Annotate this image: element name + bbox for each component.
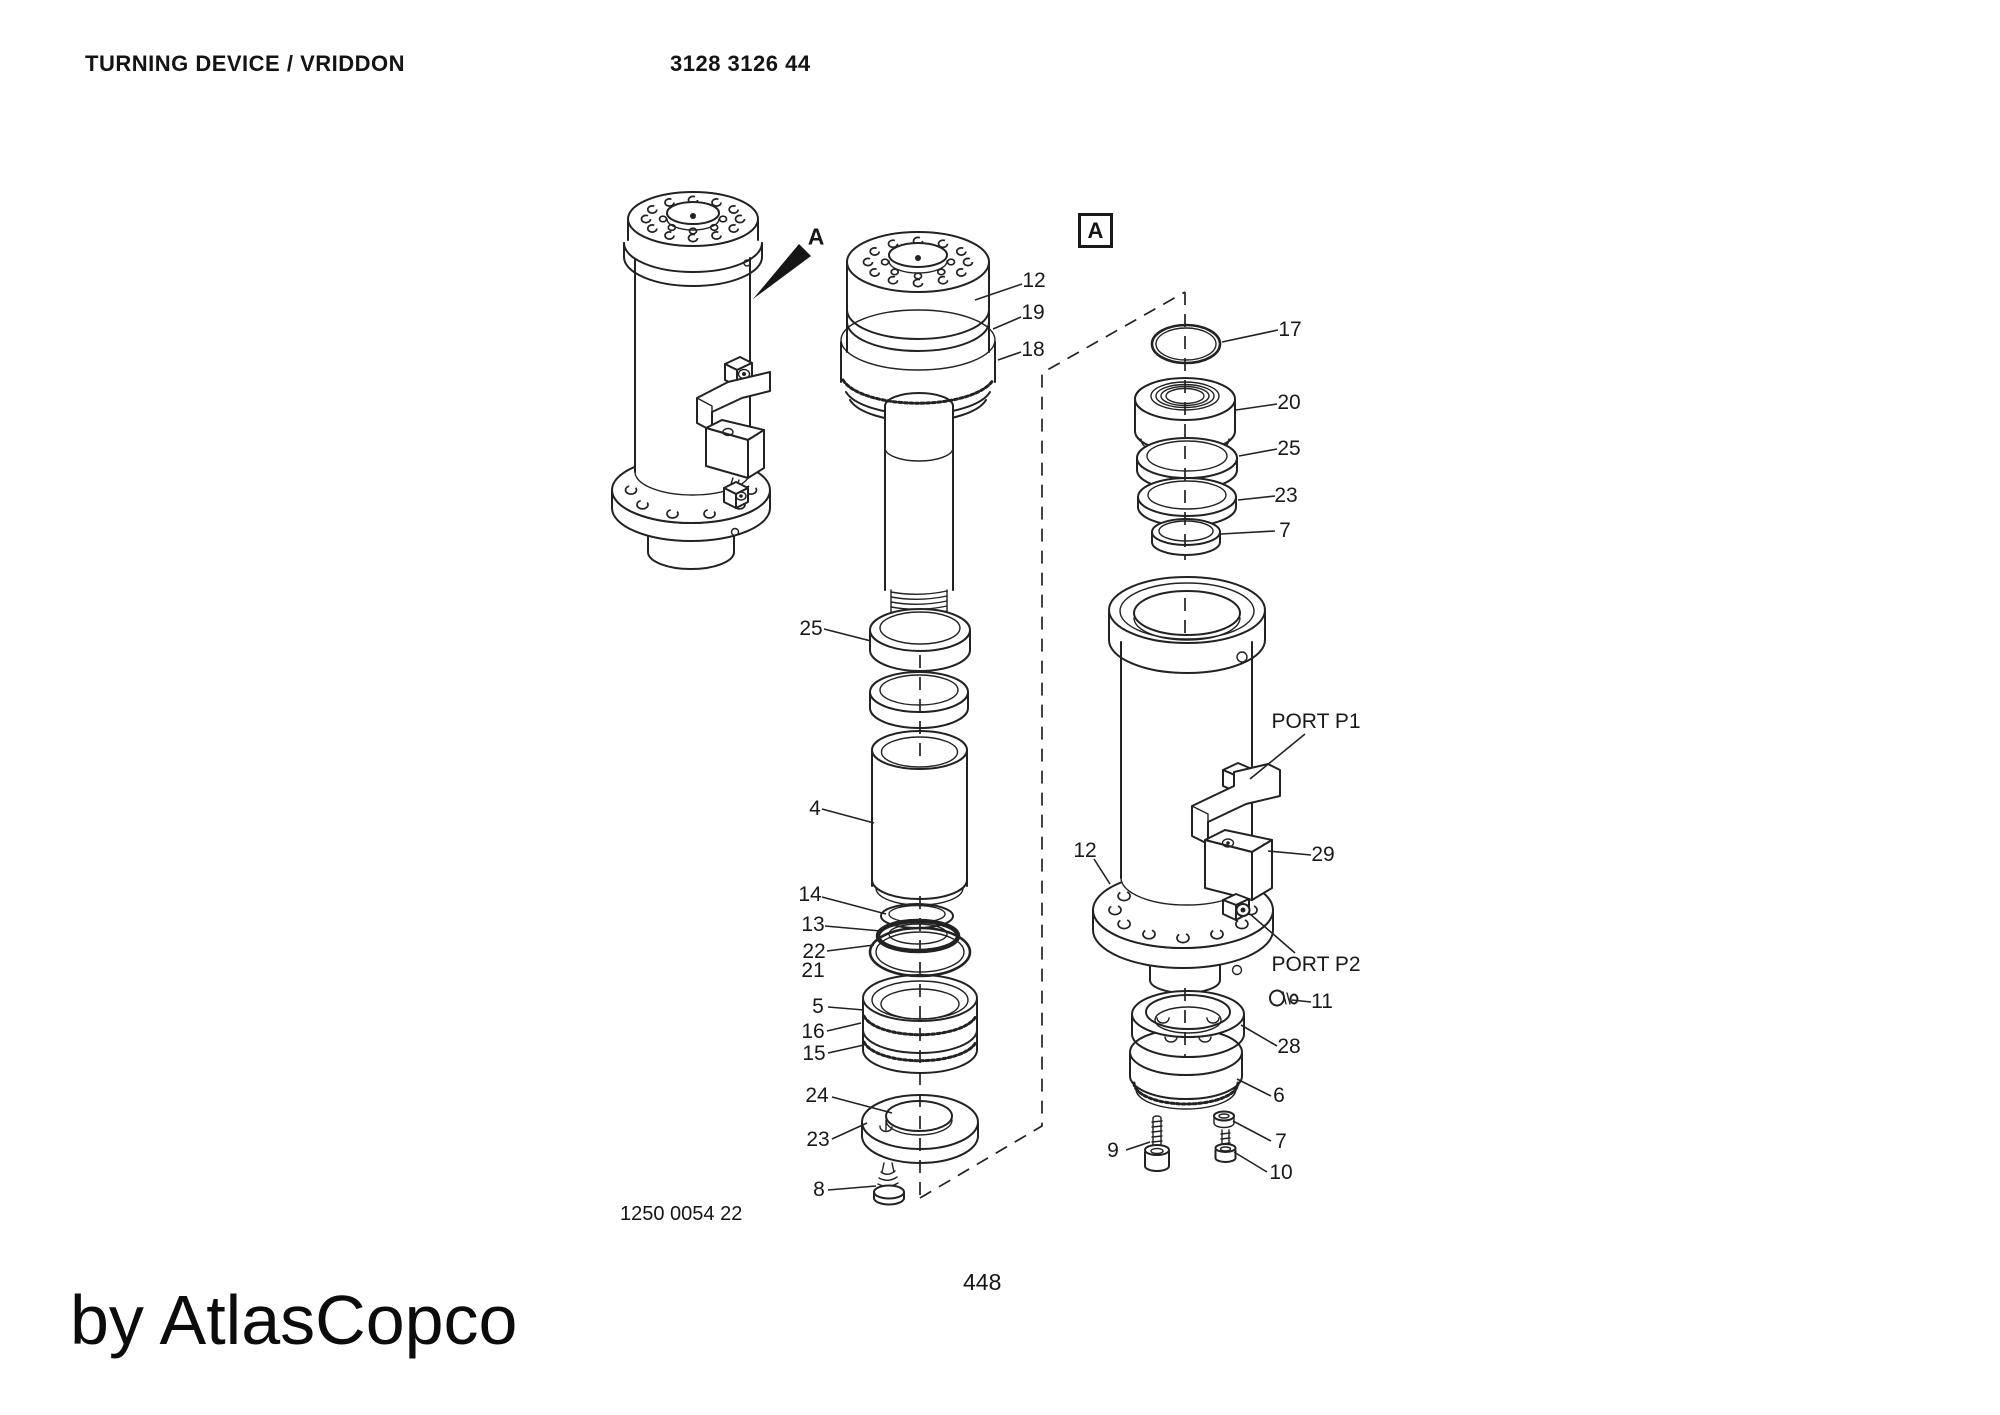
callout-28: 28 xyxy=(1277,1035,1301,1058)
screw-8 xyxy=(873,1162,905,1206)
callout-15: 15 xyxy=(802,1042,826,1065)
nut-7 xyxy=(1213,1110,1235,1129)
assembled-device-drawing xyxy=(611,191,811,570)
callout-24: 24 xyxy=(805,1084,829,1107)
port-p1-label: PORT P1 xyxy=(1271,710,1361,733)
section-boundary-lines xyxy=(919,291,1186,1199)
credit-text: by AtlasCopco xyxy=(70,1281,518,1359)
callout-23-right: 23 xyxy=(1274,484,1298,507)
callout-8: 8 xyxy=(813,1178,825,1201)
callout-20: 20 xyxy=(1277,391,1301,414)
document-number: 3128 3126 44 xyxy=(670,51,811,76)
callout-25-right: 25 xyxy=(1277,437,1301,460)
callout-19: 19 xyxy=(1021,301,1045,324)
detail-a-box-label: A xyxy=(1087,217,1104,243)
callout-16: 16 xyxy=(801,1020,825,1043)
bolt-9 xyxy=(1144,1115,1170,1172)
callout-7-bottom: 7 xyxy=(1275,1130,1287,1153)
callout-17: 17 xyxy=(1278,318,1302,341)
callout-6: 6 xyxy=(1273,1084,1285,1107)
valve-assembly-right xyxy=(1191,762,1281,921)
callout-7-right: 7 xyxy=(1279,519,1291,542)
callout-5: 5 xyxy=(812,995,824,1018)
detail-a-arrow xyxy=(753,244,811,299)
valve-assembly-left xyxy=(696,356,771,509)
drawing-number: 1250 0054 22 xyxy=(620,1203,743,1225)
callout-4: 4 xyxy=(809,797,821,820)
callout-22: 22 xyxy=(802,940,826,963)
exploded-column-detail-a xyxy=(1092,323,1299,1172)
page-title: TURNING DEVICE / VRIDDON xyxy=(85,51,406,76)
page-number: 448 xyxy=(963,1269,1002,1295)
callout-21: 21 xyxy=(801,959,825,982)
callout-11: 11 xyxy=(1311,990,1333,1013)
callout-23-main: 23 xyxy=(806,1128,830,1151)
callout-12-main: 12 xyxy=(1022,269,1046,292)
callout-25-main: 25 xyxy=(799,617,823,640)
callout-14: 14 xyxy=(798,883,822,906)
center-lines xyxy=(919,292,1186,1198)
plug-11 xyxy=(1269,989,1299,1007)
bolt-10 xyxy=(1214,1129,1237,1163)
callout-10: 10 xyxy=(1269,1161,1293,1184)
port-p2-label: PORT P2 xyxy=(1271,953,1361,976)
callout-13: 13 xyxy=(801,913,825,936)
detail-a-box: A xyxy=(1078,213,1113,248)
callout-9: 9 xyxy=(1107,1139,1119,1162)
leader-lines xyxy=(821,283,1312,1191)
callout-12-right: 12 xyxy=(1073,839,1097,862)
callout-18: 18 xyxy=(1021,338,1045,361)
detail-arrow-label: A xyxy=(807,223,825,250)
exploded-column-main xyxy=(840,231,996,1206)
callout-29: 29 xyxy=(1311,843,1335,866)
